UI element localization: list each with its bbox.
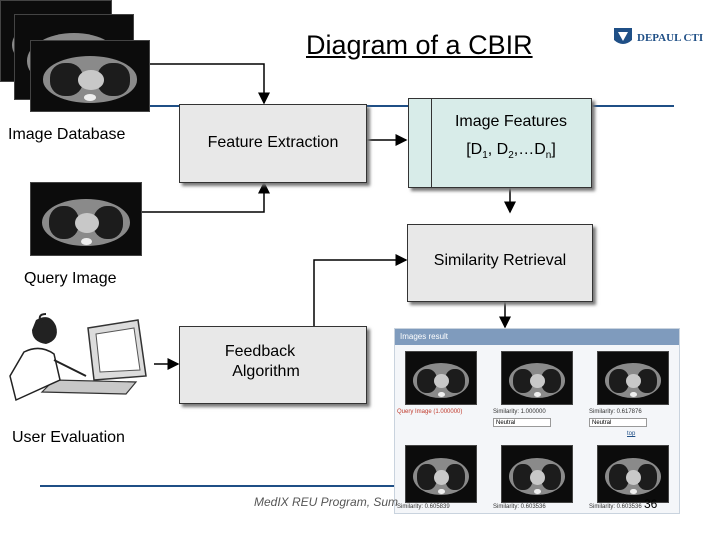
top-link[interactable]: top (627, 431, 636, 437)
feedback-label-line1: Feedback (224, 343, 296, 360)
db-to-extraction-line (148, 63, 270, 105)
page-number: 36 (644, 497, 658, 511)
feedback-label-line2: Algorithm (232, 363, 300, 380)
footer-text: MedIX REU Program, Sum (254, 495, 399, 509)
query-to-extraction-line (142, 181, 270, 213)
result-thumbnail (501, 351, 573, 405)
query-image-label: Query Image (24, 270, 117, 287)
depaul-cti-logo: DEPAUL CTI (614, 28, 703, 44)
result-caption: Similarity: 0.603536 (493, 504, 546, 510)
similarity-retrieval-box: Similarity Retrieval (407, 224, 593, 302)
keyboard-icon (40, 379, 138, 395)
result-thumbnail (501, 445, 573, 503)
ct-scan-image (30, 40, 150, 112)
feedback-algorithm-box: Feedback Algorithm (179, 326, 367, 404)
feature-extraction-box: Feature Extraction (179, 104, 367, 183)
feedback-to-similarity-line (313, 254, 408, 330)
footer-rule (40, 485, 676, 487)
relevance-select[interactable]: Neutral (493, 418, 551, 427)
query-ct-image (30, 182, 142, 256)
similarity-retrieval-label: Similarity Retrieval (433, 252, 567, 269)
user-computer-illustration (9, 313, 147, 402)
relevance-select[interactable]: Neutral (589, 418, 647, 427)
result-thumbnail (597, 445, 669, 503)
image-results-panel: Images result Query Image (1.000000) Sim… (394, 328, 680, 514)
image-features-box: Image Features [D1, D2,…Dn] (408, 98, 592, 188)
result-caption: Similarity: 0.605839 (397, 504, 450, 510)
result-caption: Similarity: 0.603536 (589, 504, 642, 510)
result-caption: Similarity: 1.000000 (493, 409, 546, 415)
result-thumbnail (597, 351, 669, 405)
feature-extraction-label: Feature Extraction (207, 134, 339, 151)
image-features-label: Image Features (454, 113, 568, 130)
result-caption: Similarity: 0.617876 (589, 409, 642, 415)
results-header: Images result (395, 329, 679, 345)
user-evaluation-label: User Evaluation (12, 429, 125, 446)
result-caption: Query Image (1.000000) (397, 409, 463, 415)
header-rule-right (590, 105, 674, 107)
logo-text: DEPAUL CTI (637, 32, 703, 44)
person-icon (32, 317, 57, 344)
feature-vector-label: [D1, D2,…Dn] (466, 141, 556, 162)
diagram-title: Diagram of a CBIR (306, 30, 533, 60)
result-thumbnail (405, 445, 477, 503)
image-database-label: Image Database (8, 126, 126, 143)
result-thumbnail (405, 351, 477, 405)
